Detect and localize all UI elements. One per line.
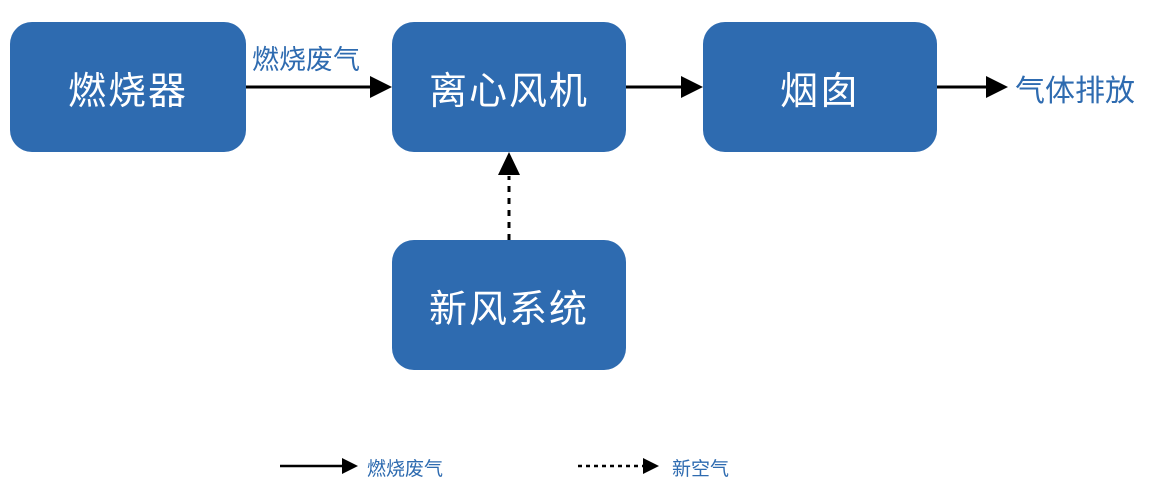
- node-centrifugal-fan-label: 离心风机: [428, 68, 589, 113]
- legend-dashed-arrow: [578, 458, 659, 474]
- arrow-fresh-to-fan: [498, 152, 520, 240]
- node-chimney: 烟囱: [703, 22, 937, 152]
- arrow-fan-to-chimney: [626, 76, 703, 98]
- legend-solid-label: 燃烧废气: [367, 458, 444, 480]
- edge-label-gas-emission: 气体排放: [1015, 74, 1135, 109]
- arrow-chimney-to-output: [937, 76, 1008, 98]
- legend-solid-arrow: [280, 458, 358, 474]
- node-burner: 燃烧器: [10, 22, 246, 152]
- edge-label-flue-gas: 燃烧废气: [252, 45, 360, 76]
- arrow-burner-to-fan: [246, 76, 392, 98]
- node-centrifugal-fan: 离心风机: [392, 22, 626, 152]
- node-fresh-air-system-label: 新风系统: [428, 286, 589, 331]
- node-fresh-air-system: 新风系统: [392, 240, 626, 370]
- node-burner-label: 燃烧器: [67, 68, 188, 113]
- node-chimney-label: 烟囱: [779, 68, 860, 113]
- legend-dashed-label: 新空气: [672, 458, 730, 480]
